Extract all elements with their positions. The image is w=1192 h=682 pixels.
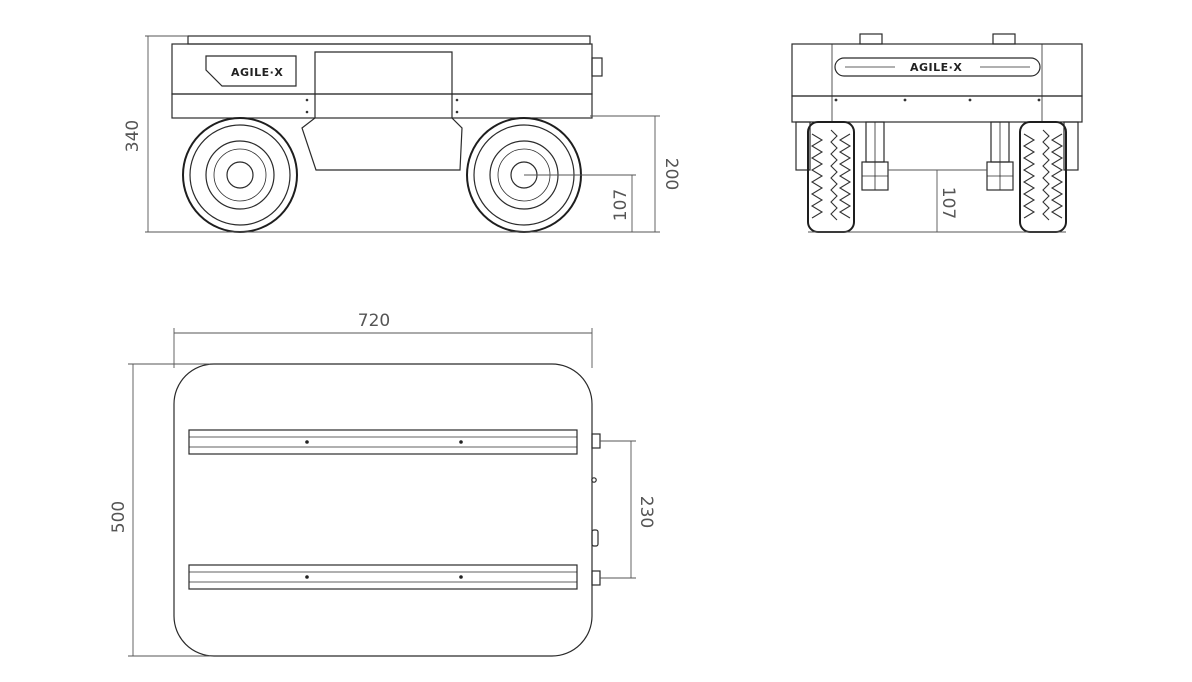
- dim-side-body-label: 200: [661, 158, 681, 190]
- front-lower-body: [791, 95, 1083, 123]
- top-connector: [591, 433, 601, 449]
- front-side-bumper: [795, 121, 811, 171]
- front-left-suspension: [861, 121, 889, 191]
- top-outline: [173, 363, 593, 657]
- side-bolt: [305, 110, 309, 114]
- top-connector: [591, 529, 599, 547]
- side-left-wheel: [182, 117, 298, 233]
- front-top-mount: [992, 33, 1016, 45]
- top-port: [591, 477, 597, 483]
- side-connector: [591, 57, 603, 77]
- side-bolt: [305, 98, 309, 102]
- side-top-plate: [187, 35, 591, 45]
- front-bolt: [968, 98, 972, 102]
- side-logo-text: AGILE·X: [231, 66, 283, 79]
- dim-top-width-label: 500: [109, 501, 129, 533]
- side-view: AGILE·X 340 200: [123, 35, 681, 233]
- front-bolt: [903, 98, 907, 102]
- front-logo-strip: [834, 57, 1041, 77]
- side-lower-skirt: [171, 93, 593, 119]
- front-view: AGILE·X: [791, 33, 1083, 233]
- top-connector: [591, 570, 601, 586]
- side-bolt: [455, 110, 459, 114]
- top-rail-lower: [188, 564, 578, 590]
- front-side-bumper: [1063, 121, 1079, 171]
- front-logo-text: AGILE·X: [910, 61, 962, 74]
- front-right-suspension: [986, 121, 1014, 191]
- top-view: 720 500 230: [109, 311, 656, 657]
- dim-side-height-label: 340: [123, 120, 143, 152]
- dim-front-clearance-label: 107: [938, 187, 958, 219]
- side-bolt: [455, 98, 459, 102]
- dim-top-length-label: 720: [358, 311, 390, 331]
- side-center-cavity: [301, 51, 463, 171]
- front-bolt: [834, 98, 838, 102]
- front-bolt: [1037, 98, 1041, 102]
- top-rail-upper: [188, 429, 578, 455]
- side-logo-badge: [205, 55, 297, 87]
- front-top-mount: [859, 33, 883, 45]
- front-left-tire: [807, 121, 855, 233]
- dim-top-rail-spacing-label: 230: [636, 496, 656, 528]
- dim-side-clearance-label: 107: [611, 189, 631, 221]
- front-right-tire: [1019, 121, 1067, 233]
